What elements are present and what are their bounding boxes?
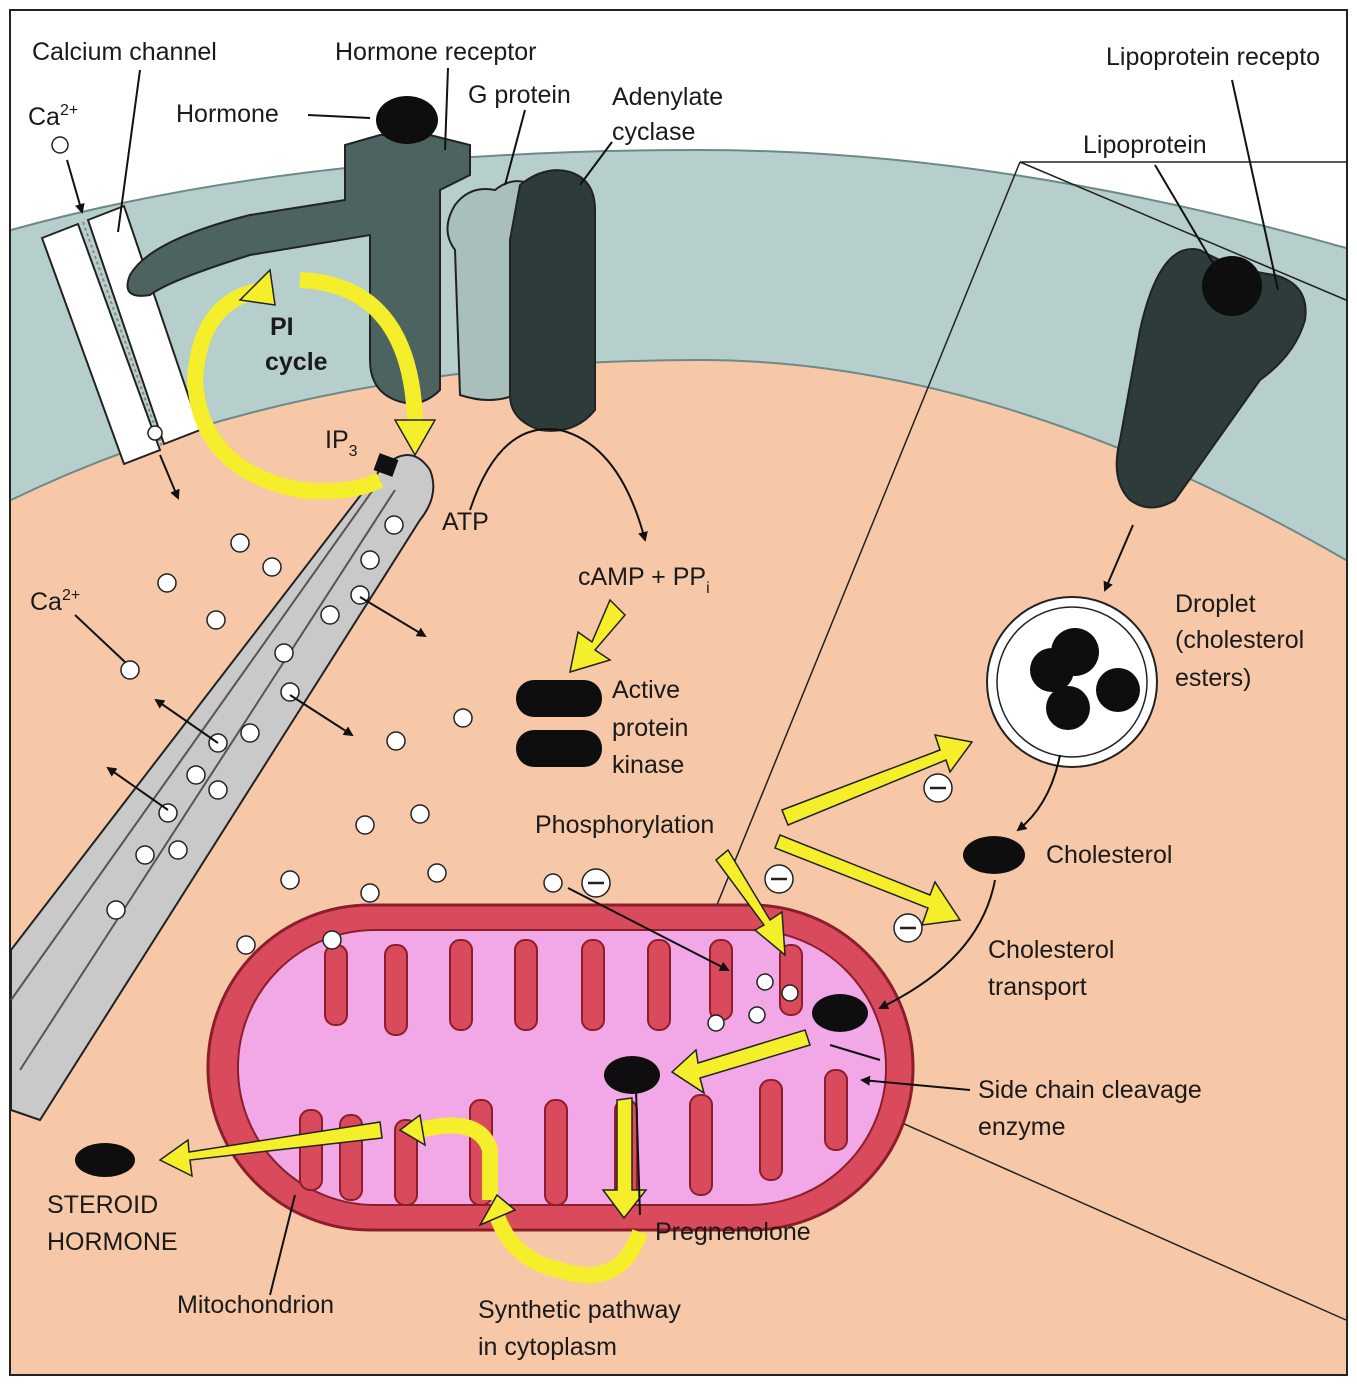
label-active-protein-kinase-line1: Active [612, 676, 680, 704]
label-phosphorylation: Phosphorylation [535, 811, 714, 839]
label-hormone-receptor: Hormone receptor [335, 38, 536, 66]
label-lipoprotein-receptor: Lipoprotein recepto [1106, 43, 1320, 71]
label-active-protein-kinase-line3: kinase [612, 751, 684, 779]
label-cholesterol: Cholesterol [1046, 841, 1172, 869]
label-steroid-hormone-line2: HORMONE [47, 1228, 178, 1256]
label-active-protein-kinase-line2: protein [612, 714, 688, 742]
label-side-chain-line1: Side chain cleavage [978, 1076, 1202, 1104]
cholesterol-molecule [963, 836, 1025, 874]
label-adenylate-cyclase-line1: Adenylate [612, 83, 723, 111]
label-droplet-line3: esters) [1175, 664, 1251, 692]
label-atp: ATP [442, 508, 489, 536]
label-mitochondrion: Mitochondrion [177, 1291, 334, 1319]
label-hormone: Hormone [176, 100, 279, 128]
pregnenolone-molecule [604, 1056, 660, 1094]
label-synthetic-pathway-line1: Synthetic pathway [478, 1296, 681, 1324]
lipoprotein-particle [1202, 256, 1262, 316]
cholesterol-in-mitochondrion [812, 994, 868, 1032]
label-pregnenolone: Pregnenolone [655, 1218, 811, 1246]
label-synthetic-pathway-line2: in cytoplasm [478, 1333, 617, 1361]
label-droplet-line2: (cholesterol [1175, 626, 1304, 654]
label-cholesterol-transport-line1: Cholesterol [988, 936, 1114, 964]
mitochondrion [208, 905, 913, 1230]
label-pi-cycle-line2: cycle [265, 348, 328, 376]
adenylate-cyclase [510, 170, 595, 431]
label-calcium-channel: Calcium channel [32, 38, 217, 66]
label-pi-cycle-line1: PI [270, 313, 294, 341]
label-steroid-hormone-line1: STEROID [47, 1191, 158, 1219]
label-cholesterol-transport-line2: transport [988, 973, 1087, 1001]
label-side-chain-line2: enzyme [978, 1113, 1066, 1141]
label-adenylate-cyclase-line2: cyclase [612, 118, 695, 146]
protein-kinase-subunit-1 [516, 680, 602, 717]
label-lipoprotein: Lipoprotein [1083, 131, 1207, 159]
hormone-molecule [376, 96, 438, 144]
label-droplet-line1: Droplet [1175, 590, 1256, 618]
label-g-protein: G protein [468, 81, 571, 109]
steroid-hormone-molecule [75, 1143, 135, 1177]
protein-kinase-subunit-2 [516, 730, 602, 767]
lipid-droplet [987, 597, 1157, 767]
